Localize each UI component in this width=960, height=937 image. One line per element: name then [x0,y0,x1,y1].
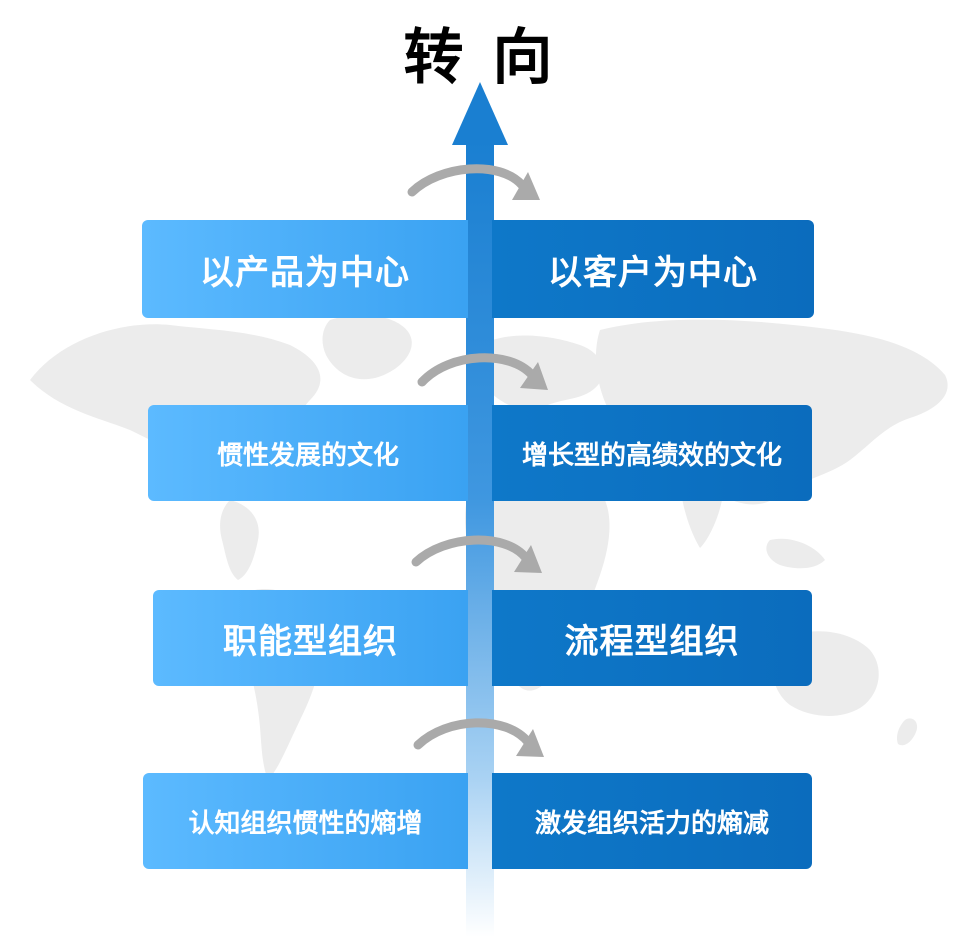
transition-arrow-icon [417,353,537,387]
transition-arrowhead-icon [516,729,544,757]
transition-arrowhead-icon [512,172,540,200]
from-box-1: 以产品为中心 [142,220,468,318]
transition-arrow-icon [407,164,527,197]
transition-arrowhead-icon [514,545,542,573]
to-box-4: 激发组织活力的熵减 [492,773,812,869]
from-box-3: 职能型组织 [153,590,468,686]
page-title: 转 向 [403,23,557,93]
to-box-2: 增长型的高绩效的文化 [492,405,812,501]
transition-arrowhead-icon [520,362,548,390]
to-box-3: 流程型组织 [492,590,812,686]
to-box-1: 以客户为中心 [492,220,814,318]
from-box-4: 认知组织惯性的熵增 [143,773,468,869]
from-box-2: 惯性发展的文化 [148,405,468,501]
transition-arrow-icon [411,535,531,567]
transition-arrow-icon [413,718,533,750]
